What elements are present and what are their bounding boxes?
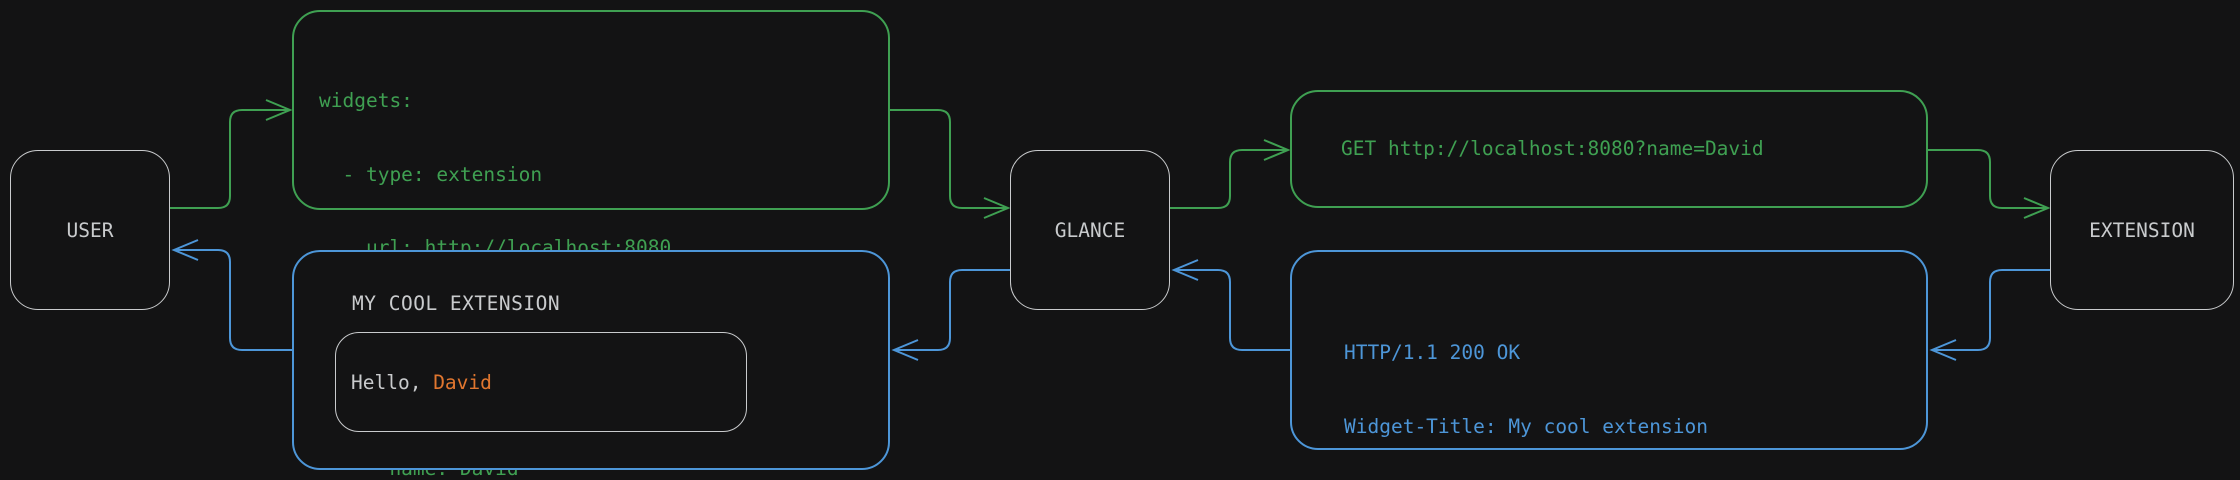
config-line: - type: extension bbox=[319, 162, 543, 186]
arrow-request-icon bbox=[1263, 139, 1291, 161]
glance-node-label: GLANCE bbox=[1054, 218, 1126, 242]
wire-user-to-config bbox=[170, 109, 290, 209]
arrow-response-icon bbox=[1929, 339, 1957, 361]
extension-node-label: EXTENSION bbox=[2089, 218, 2195, 242]
arrow-user-icon bbox=[171, 239, 199, 261]
config-line: widgets: bbox=[319, 89, 413, 112]
user-node: USER bbox=[10, 150, 170, 310]
arrow-widget-icon bbox=[891, 339, 919, 361]
user-node-label: USER bbox=[66, 218, 114, 242]
wire-glance-to-widget bbox=[894, 269, 1010, 351]
greeting-prefix: Hello, bbox=[351, 370, 434, 394]
arrow-glance-back-icon bbox=[1171, 259, 1199, 281]
wire-extension-to-response bbox=[1932, 269, 2050, 351]
extension-node: EXTENSION bbox=[2050, 150, 2234, 310]
config-yaml-panel: widgets: - type: extension url: http://l… bbox=[292, 10, 890, 480]
arrow-extension-icon bbox=[2023, 197, 2051, 219]
arrow-config-icon bbox=[265, 99, 293, 121]
widget-preview-panel: MY COOL EXTENSION Hello, David bbox=[292, 250, 890, 470]
wire-config-to-glance bbox=[890, 109, 1008, 209]
wire-glance-to-request bbox=[1170, 149, 1288, 209]
glance-node: GLANCE bbox=[1010, 150, 1170, 310]
http-request-panel: GET http://localhost:8080?name=David bbox=[1290, 90, 1928, 208]
http-response-panel: HTTP/1.1 200 OK Widget-Title: My cool ex… bbox=[1290, 250, 1928, 450]
response-line: Widget-Title: My cool extension bbox=[1344, 414, 1708, 438]
widget-greeting-box: Hello, David bbox=[335, 332, 747, 432]
wire-request-to-extension bbox=[1928, 149, 2048, 209]
greeting-name: David bbox=[433, 370, 492, 394]
http-request-text: GET http://localhost:8080?name=David bbox=[1341, 136, 1764, 160]
widget-preview-title: MY COOL EXTENSION bbox=[352, 292, 561, 315]
response-line: HTTP/1.1 200 OK bbox=[1344, 341, 1521, 364]
wire-widget-to-user bbox=[174, 249, 292, 351]
arrow-glance-in-icon bbox=[983, 197, 1011, 219]
wire-response-to-glance bbox=[1174, 269, 1290, 351]
